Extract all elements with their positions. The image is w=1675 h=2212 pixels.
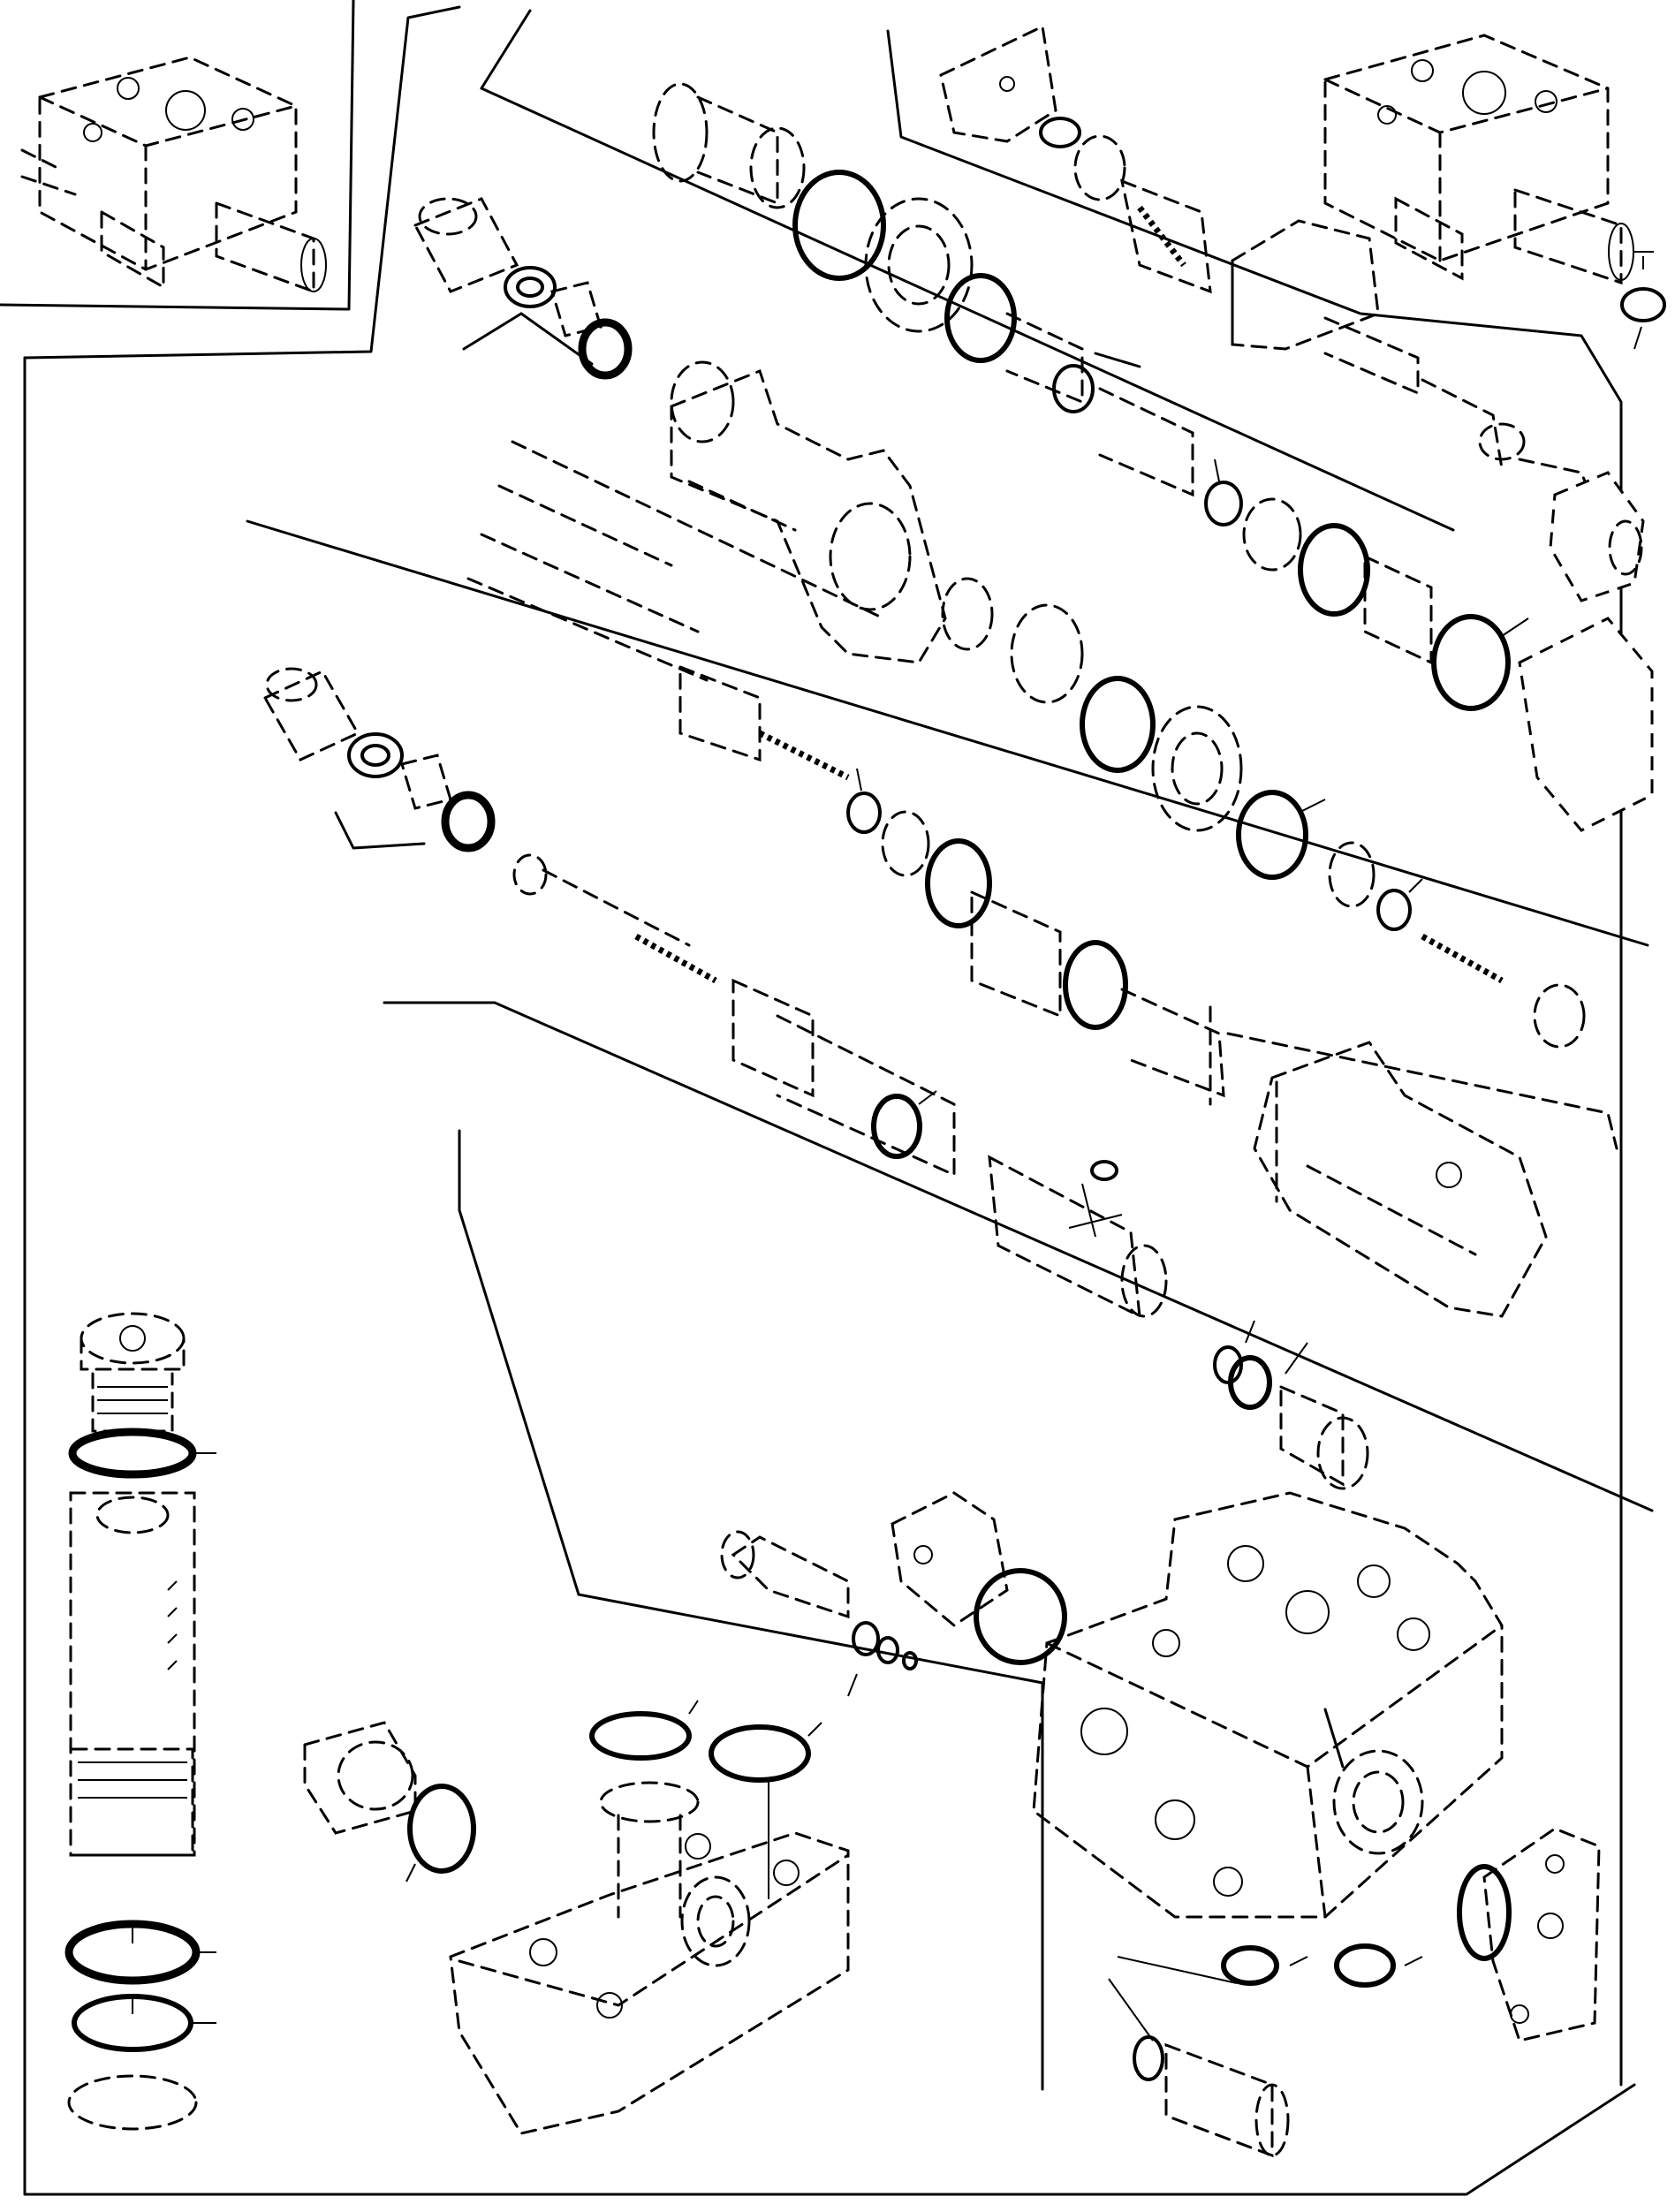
end-cover-lower xyxy=(303,1700,850,2135)
inset-valve-assembly-left xyxy=(0,0,355,311)
pilot-section-upper-right xyxy=(939,24,1645,602)
spool-row-3 xyxy=(512,853,1369,1490)
frame-lines xyxy=(23,5,1654,2196)
main-block-lower-right xyxy=(720,1491,1601,2158)
relief-valve-stack-left xyxy=(64,1312,216,2131)
cylinder-housing-right xyxy=(1253,1041,1548,1318)
spool-row-2 xyxy=(678,664,1618,1150)
inset-valve-assembly-right xyxy=(1323,34,1666,350)
fitting-upper xyxy=(413,197,633,380)
valve-housing-middle xyxy=(466,360,1654,880)
spool-row-1 xyxy=(652,82,1529,711)
fitting-lower xyxy=(262,667,496,852)
